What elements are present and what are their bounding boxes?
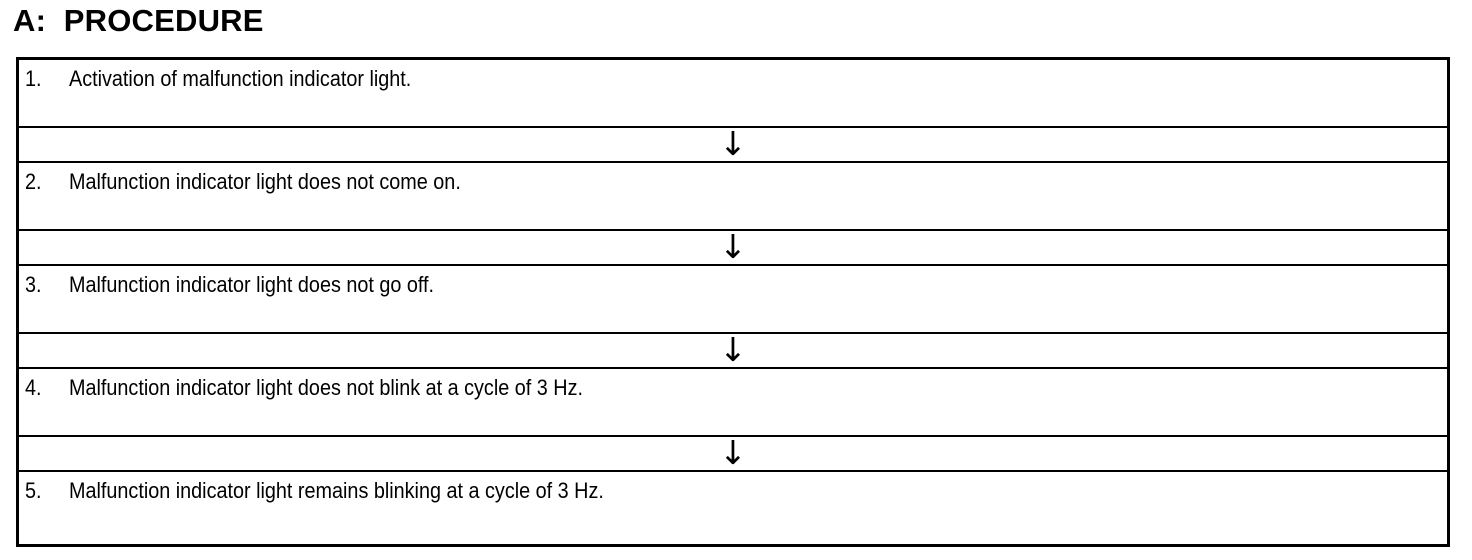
arrow-down-icon: ↓ xyxy=(719,126,747,163)
step-text: Malfunction indicator light does not bli… xyxy=(69,375,583,400)
procedure-step-row: 4. Malfunction indicator light does not … xyxy=(19,369,1447,435)
step-text: Malfunction indicator light does not com… xyxy=(69,169,461,194)
arrow-down-icon: ↓ xyxy=(719,435,747,472)
step-number: 3. xyxy=(25,272,42,297)
step-text: Activation of malfunction indicator ligh… xyxy=(69,66,412,91)
step-text: Malfunction indicator light does not go … xyxy=(69,272,435,297)
arrow-down-icon: ↓ xyxy=(719,229,747,266)
procedure-step-row: 5. Malfunction indicator light remains b… xyxy=(19,472,1447,544)
step-text: Malfunction indicator light remains blin… xyxy=(69,478,604,503)
step-number: 5. xyxy=(25,478,42,503)
flow-connector-row: ↓ xyxy=(19,126,1447,163)
step-number: 4. xyxy=(25,375,42,400)
arrow-down-icon: ↓ xyxy=(719,332,747,369)
procedure-step-row: 2. Malfunction indicator light does not … xyxy=(19,163,1447,229)
procedure-step-row: 1. Activation of malfunction indicator l… xyxy=(19,60,1447,126)
step-number: 2. xyxy=(25,169,42,194)
flow-connector-row: ↓ xyxy=(19,435,1447,472)
procedure-flow-table: 1. Activation of malfunction indicator l… xyxy=(16,57,1450,547)
page-title: A: PROCEDURE xyxy=(13,3,264,38)
step-number: 1. xyxy=(25,66,42,91)
flow-connector-row: ↓ xyxy=(19,332,1447,369)
flow-connector-row: ↓ xyxy=(19,229,1447,266)
procedure-step-row: 3. Malfunction indicator light does not … xyxy=(19,266,1447,332)
